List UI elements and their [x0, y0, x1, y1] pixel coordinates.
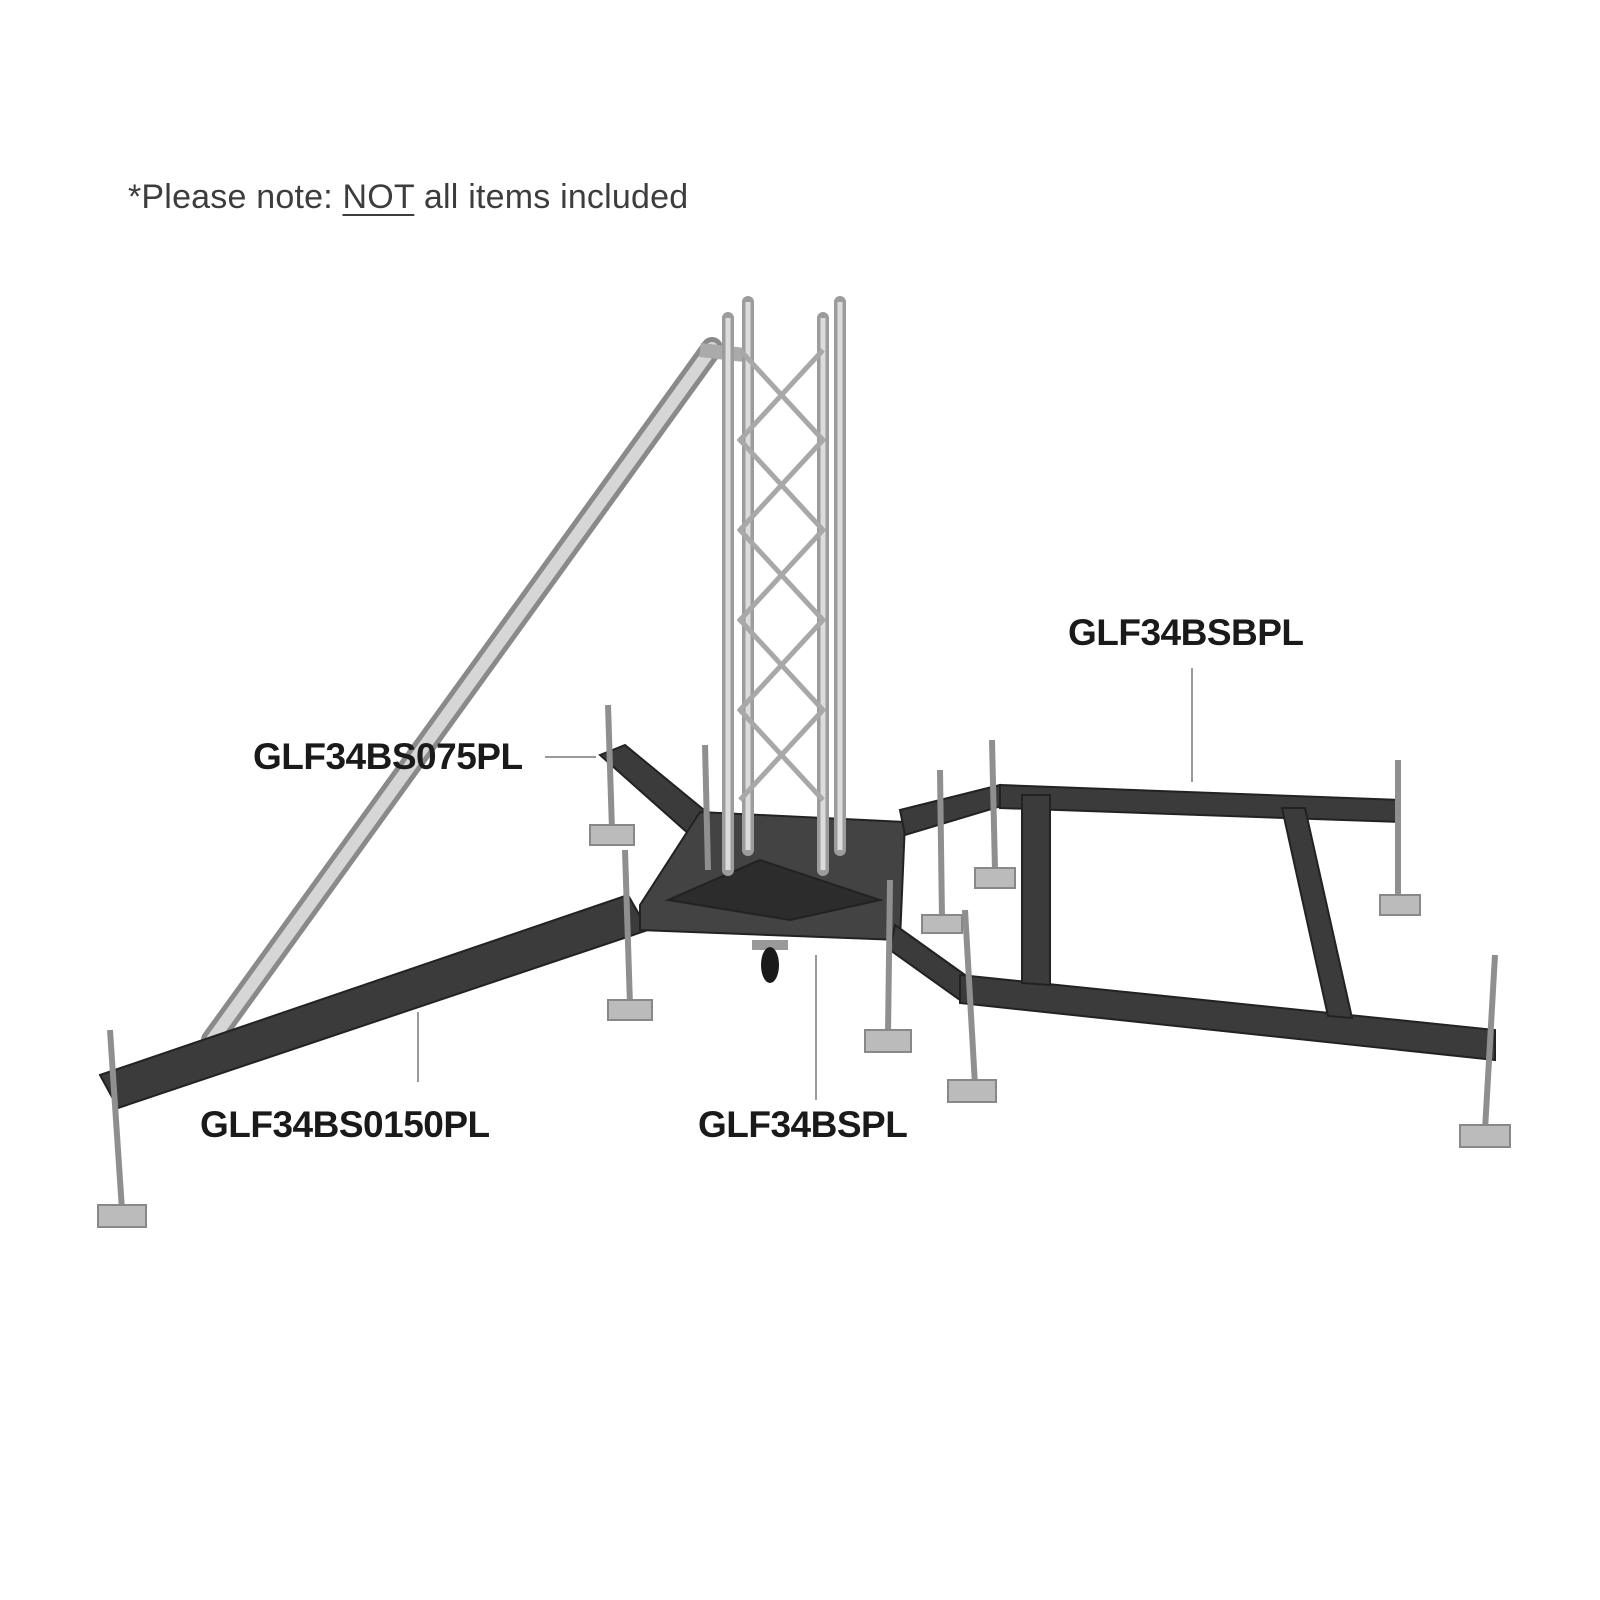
extension-left-rail: [1021, 794, 1051, 987]
label-outrigger-short: GLF34BS075PL: [253, 736, 523, 777]
base-connector-back: [898, 783, 1007, 837]
caster-wheel-icon: [752, 940, 788, 983]
label-baseplate-extension: GLF34BSBPL: [1068, 612, 1304, 653]
note-suffix: all items included: [414, 178, 689, 216]
disclaimer-note: *Please note: NOT all items included: [128, 178, 688, 217]
diagonal-brace: [201, 337, 746, 1051]
note-emphasis: NOT: [342, 178, 415, 216]
note-prefix: *Please note:: [128, 178, 343, 216]
extension-back-beam: [999, 783, 1401, 824]
label-outrigger-long: GLF34BS0150PL: [200, 1104, 490, 1145]
leveling-jacks: [97, 704, 1511, 1228]
truss-tower: [722, 296, 846, 876]
extension-front-beam: [959, 973, 1496, 1062]
outrigger-long-beam: [98, 893, 650, 1110]
steel-frame: [98, 743, 1496, 1110]
leader-lines: [417, 668, 1193, 1100]
extension-right-rail: [1280, 807, 1354, 1020]
base-connector-front: [888, 923, 967, 1002]
label-base: GLF34BSPL: [698, 1104, 908, 1145]
